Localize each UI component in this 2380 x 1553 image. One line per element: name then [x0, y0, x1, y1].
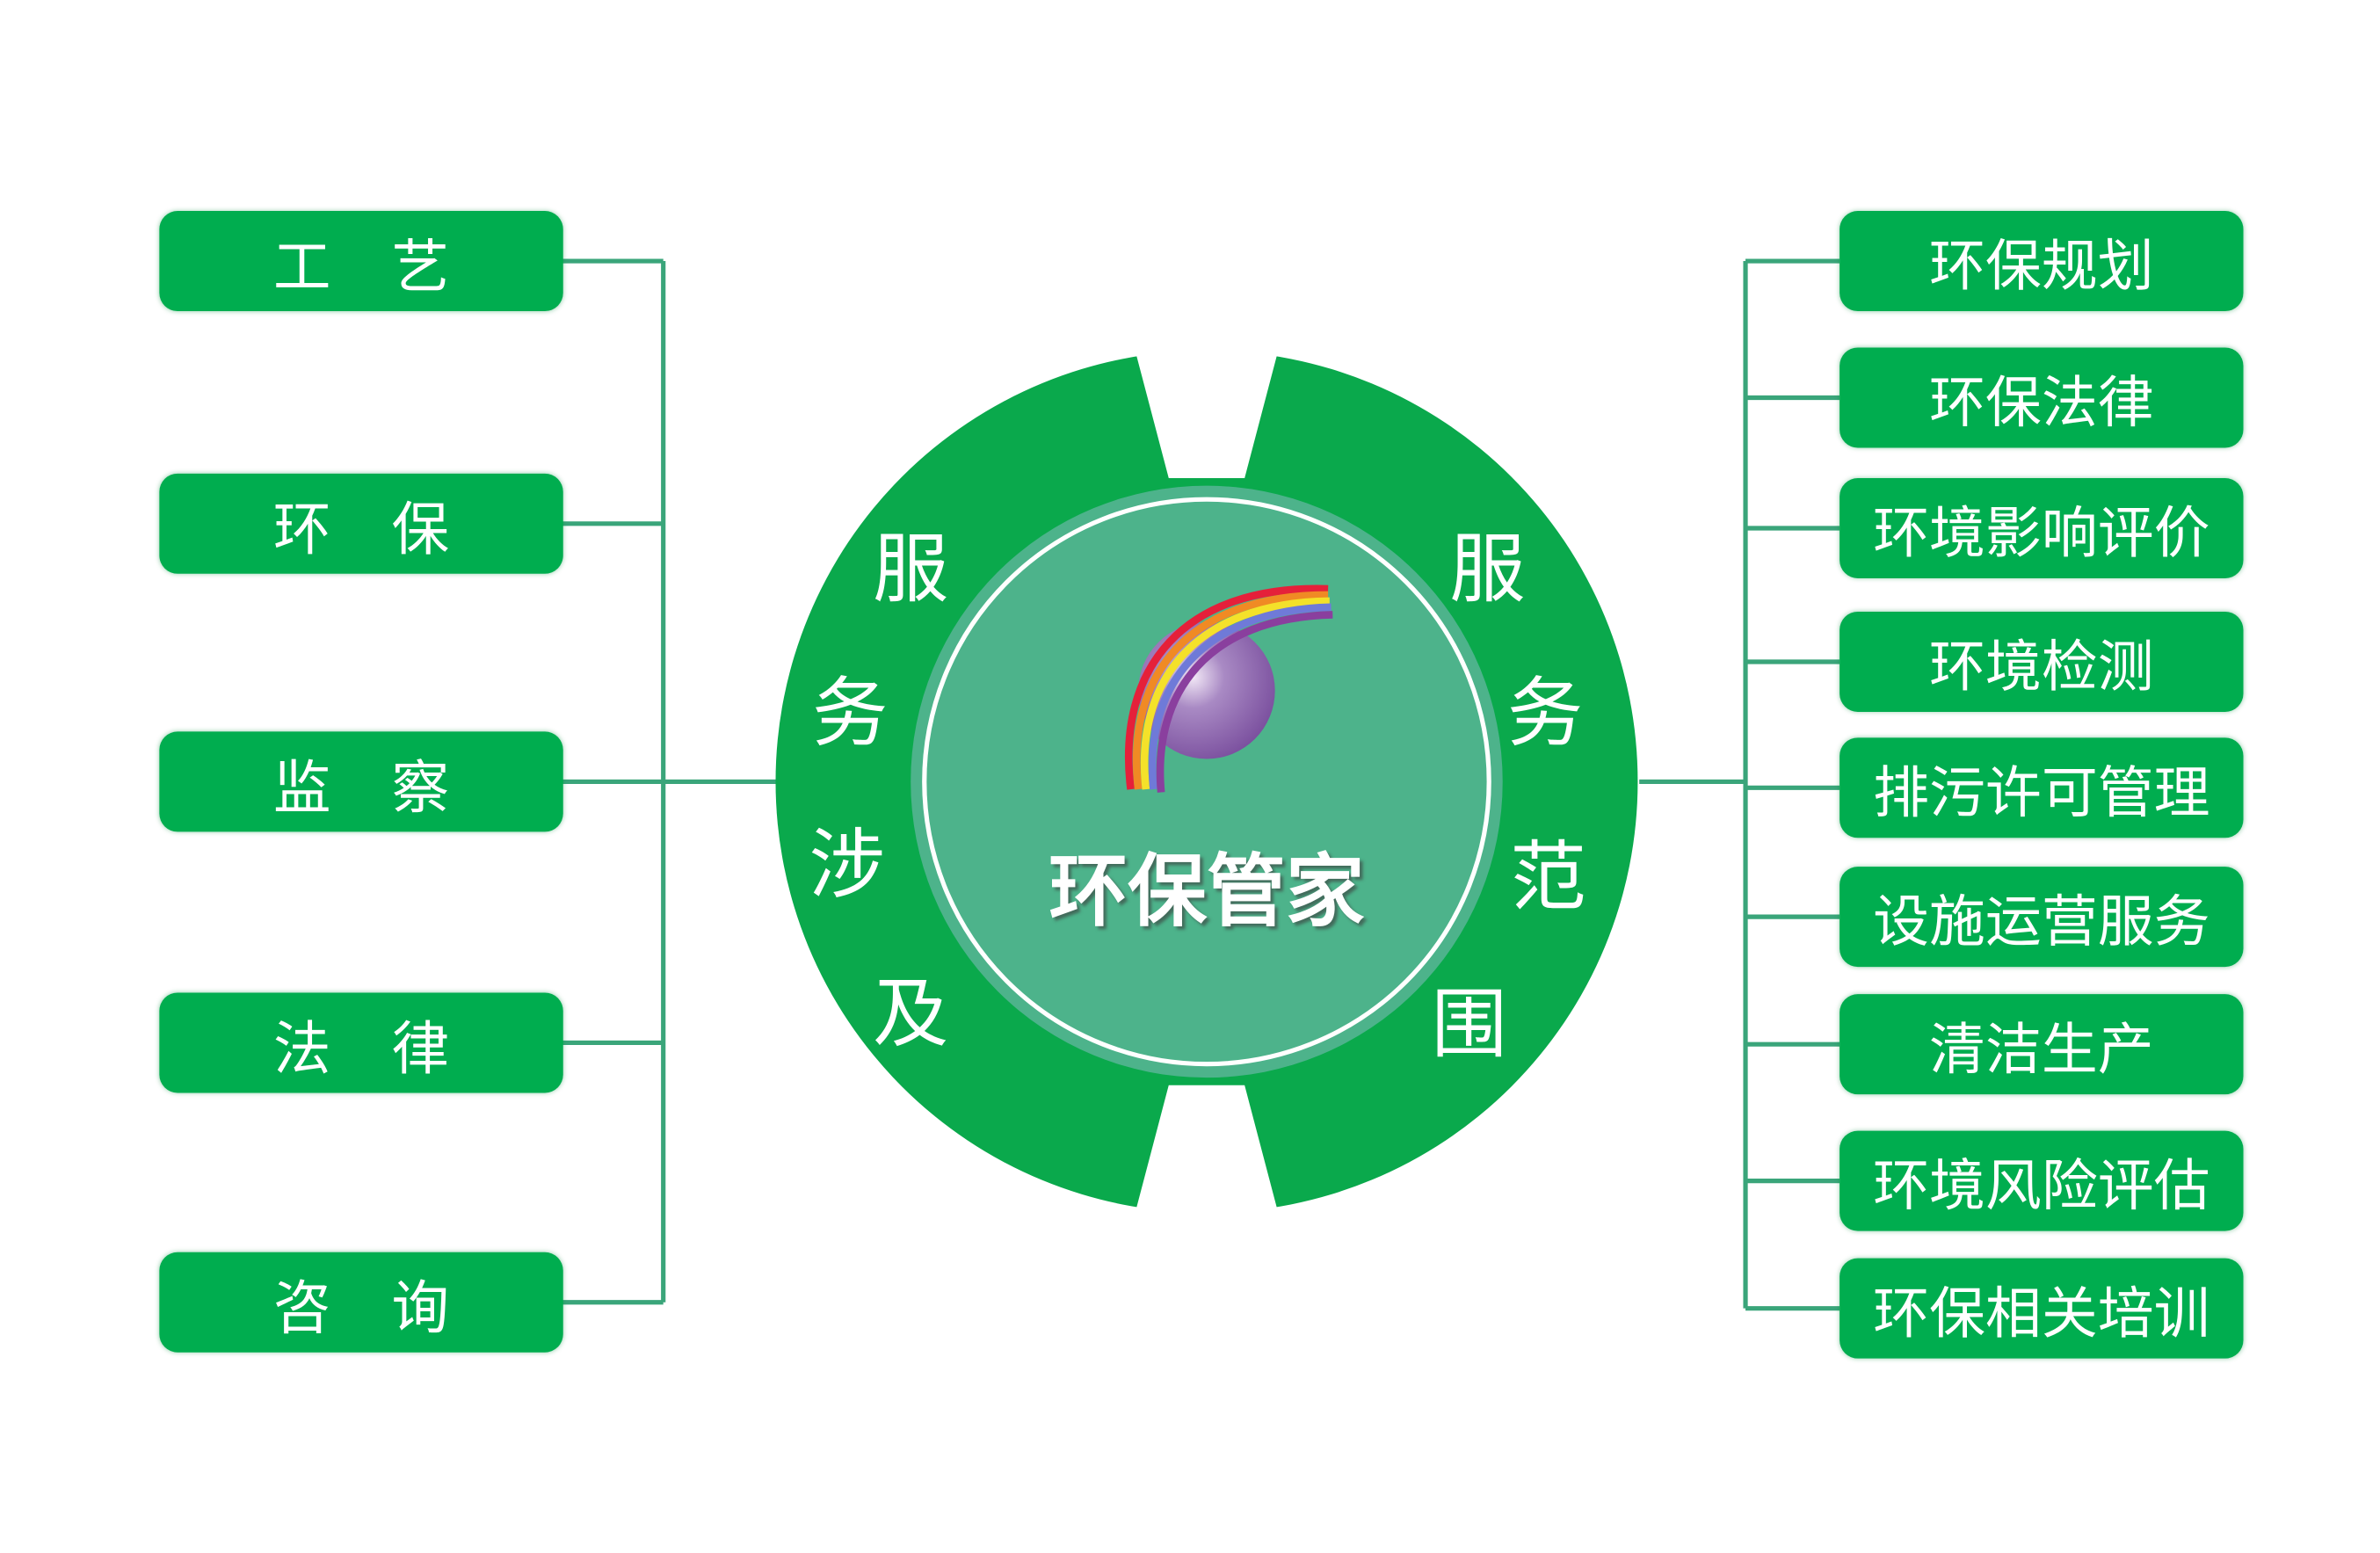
right-item-box: 设施运营服务 — [1839, 867, 2244, 968]
inner-ring-line — [922, 497, 1491, 1067]
ring-gap-bottom — [1130, 1085, 1283, 1230]
left-arc-char: 务 — [811, 669, 889, 758]
left-item-label: 工艺 — [272, 233, 511, 301]
center-title: 环保管家 — [1049, 846, 1365, 939]
right-arc-char: 务 — [1506, 669, 1584, 758]
ring-gap-top — [1130, 333, 1283, 479]
right-arc-char: 围 — [1431, 980, 1507, 1069]
left-item-label: 法律 — [272, 1014, 511, 1082]
left-item-box: 监察 — [159, 731, 563, 832]
right-item-box: 环境检测 — [1839, 611, 2244, 712]
left-item-box: 咨询 — [159, 1252, 563, 1353]
right-arc-char: 服 — [1449, 525, 1526, 613]
left-item-label: 咨询 — [272, 1274, 511, 1341]
left-arc-char: 涉 — [809, 821, 885, 910]
right-arc-char: 范 — [1510, 833, 1586, 922]
right-item-box: 环保法律 — [1839, 347, 2244, 448]
right-item-box: 排污许可管理 — [1839, 737, 2244, 838]
left-item-label: 环保 — [272, 495, 511, 562]
inner-disc — [911, 485, 1503, 1078]
left-connectors — [561, 258, 782, 1305]
right-item-box: 环境风险评估 — [1839, 1130, 2244, 1231]
dongtian-logo-icon — [1124, 584, 1333, 793]
left-item-box: 环保 — [159, 473, 563, 574]
left-arc-char: 及 — [873, 969, 949, 1058]
right-connectors — [1639, 258, 1840, 1311]
left-arc-char: 服 — [873, 525, 949, 613]
left-item-box: 工艺 — [159, 211, 563, 312]
right-item-box: 环保规划 — [1839, 211, 2244, 312]
right-item-box: 清洁生产 — [1839, 994, 2244, 1095]
right-item-box: 环保相关培训 — [1839, 1258, 2244, 1359]
left-item-label: 监察 — [272, 753, 511, 821]
right-item-box: 环境影响评价 — [1839, 478, 2244, 578]
left-item-box: 法律 — [159, 992, 563, 1093]
